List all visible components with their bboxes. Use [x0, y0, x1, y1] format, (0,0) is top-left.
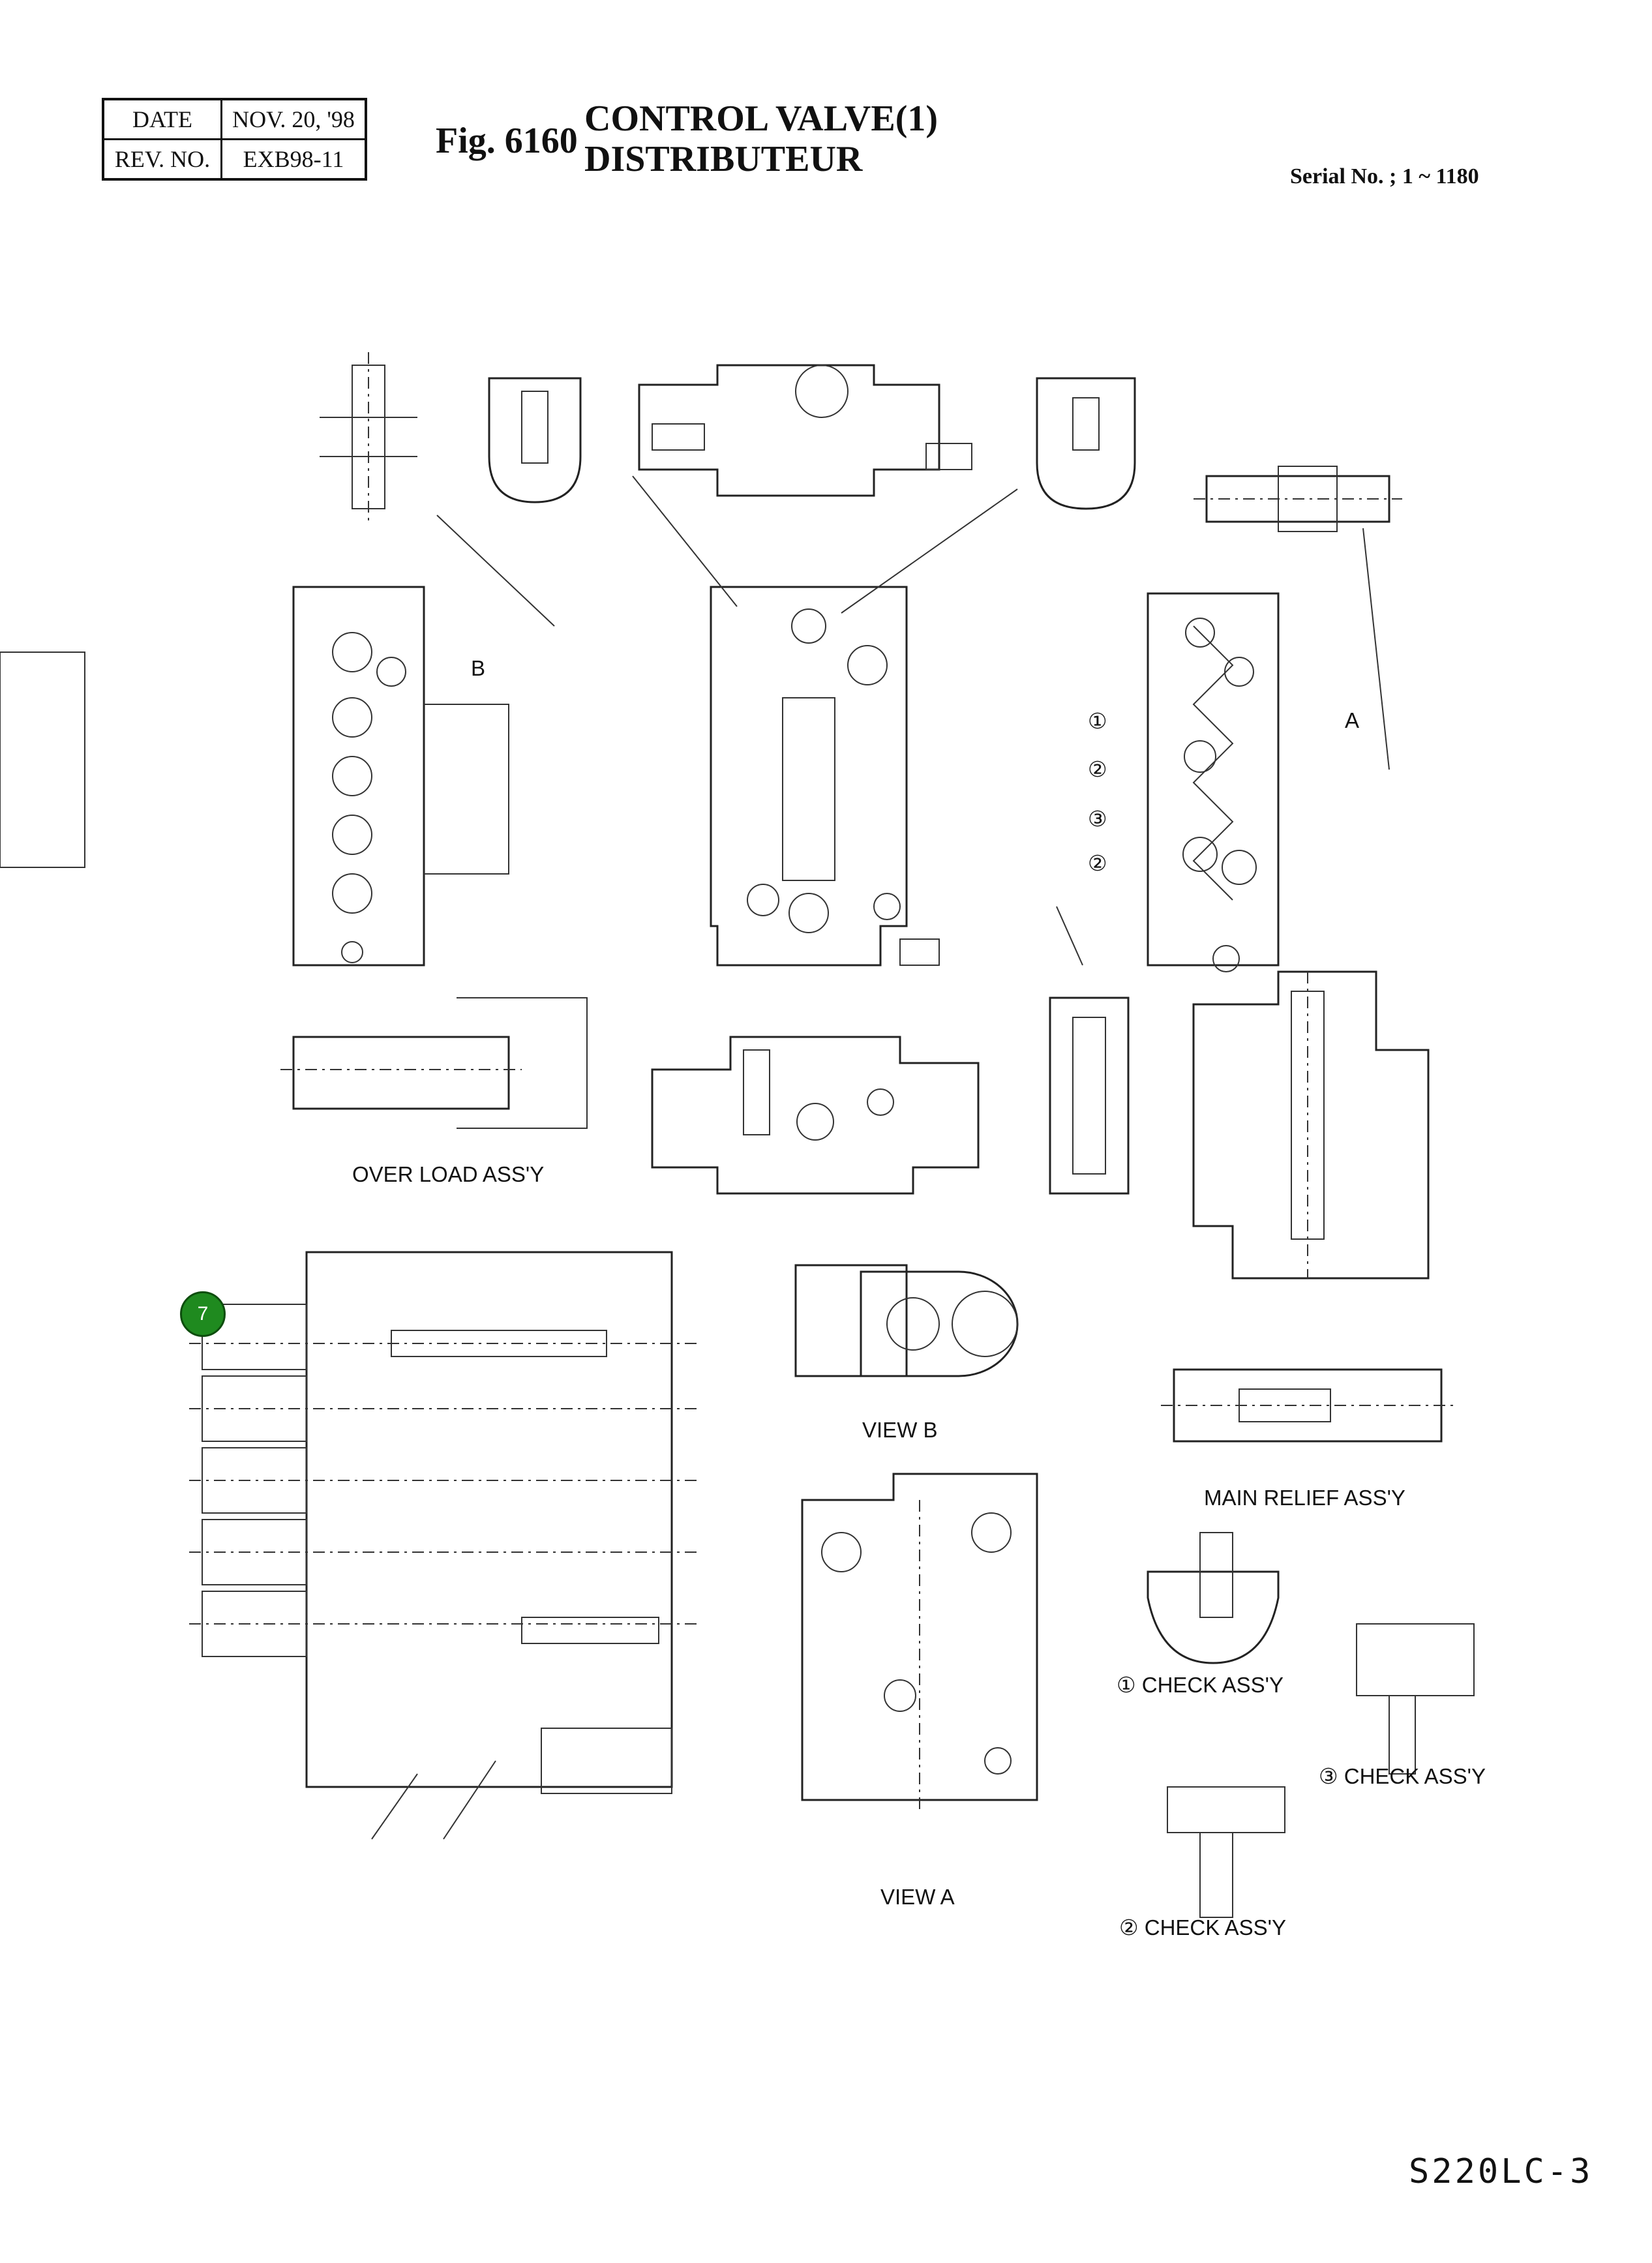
detail-plug-top	[488, 377, 582, 503]
model-number: S220LC-3	[1409, 2152, 1593, 2191]
label-view-b: VIEW B	[862, 1418, 938, 1442]
rev-value: EXB98-11	[220, 138, 367, 181]
label-check-assy-1: ① CHECK ASS'Y	[1117, 1673, 1284, 1697]
label-check-assy-3: ③ CHECK ASS'Y	[1319, 1764, 1486, 1788]
date-label: DATE	[102, 98, 222, 140]
side-view-left	[292, 586, 509, 967]
view-a-drawing	[801, 1473, 1038, 1813]
label-circ-2b: ②	[1088, 851, 1107, 875]
detail-spool-top-left	[320, 352, 417, 522]
part-callout-7[interactable]: 7	[180, 1291, 226, 1337]
mid-body-section	[651, 1036, 980, 1195]
main-relief-drawing	[1161, 1368, 1454, 1443]
main-body-center	[0, 586, 940, 967]
label-view-a: VIEW A	[880, 1885, 955, 1909]
over-load-detail	[280, 997, 588, 1129]
rev-label: REV. NO.	[102, 138, 222, 181]
figure-number: Fig. 6160	[436, 121, 578, 161]
plug-mid	[1049, 997, 1130, 1195]
label-circ-2a: ②	[1088, 757, 1107, 781]
detail-relief-top-right	[1194, 466, 1402, 532]
section-right-mid	[1192, 970, 1430, 1280]
check-ass-1-drawing	[1147, 1532, 1280, 1664]
figure-title-en: CONTROL VALVE(1)	[584, 98, 939, 139]
revision-table: DATE NOV. 20, '98 REV. NO. EXB98-11	[102, 98, 367, 181]
side-view-right	[1147, 592, 1280, 972]
label-check-assy-2: ② CHECK ASS'Y	[1119, 1915, 1286, 1940]
main-section-bottom-left	[189, 1251, 698, 1840]
detail-valve-top-center	[638, 364, 972, 497]
check-ass-2-drawing	[1167, 1786, 1285, 1918]
label-arrow-a: A	[1345, 708, 1360, 732]
view-b-drawing	[794, 1264, 1019, 1377]
check-ass-3-drawing	[1356, 1623, 1475, 1775]
serial-range: Serial No. ; 1 ~ 1180	[1290, 164, 1479, 188]
date-value: NOV. 20, '98	[220, 98, 367, 140]
detail-plug-top-right	[1036, 377, 1136, 510]
figure-title-fr: DISTRIBUTEUR	[584, 139, 863, 179]
label-main-relief-assy: MAIN RELIEF ASS'Y	[1204, 1486, 1405, 1510]
label-circ-1: ①	[1088, 709, 1107, 733]
label-arrow-b: B	[471, 656, 486, 680]
label-over-load-assy: OVER LOAD ASS'Y	[352, 1162, 545, 1186]
label-circ-3: ③	[1088, 807, 1107, 831]
